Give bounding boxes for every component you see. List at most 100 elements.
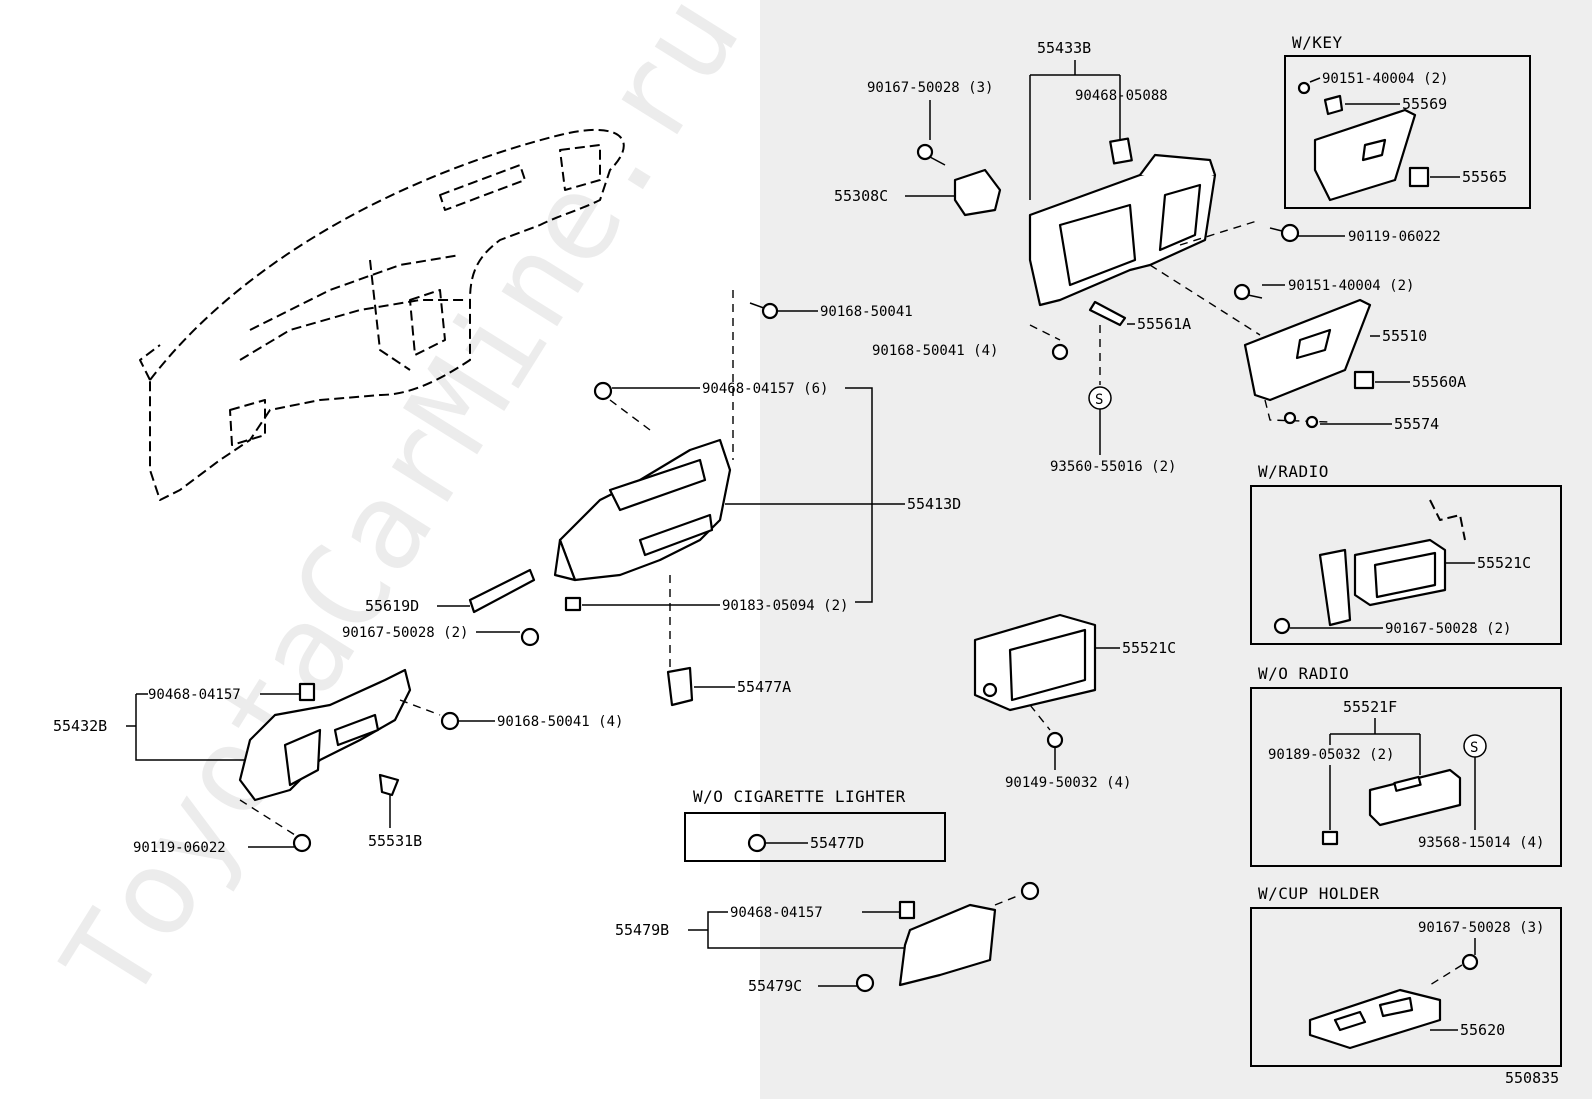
trim-55619D — [468, 568, 536, 614]
lock-55565 — [1408, 166, 1430, 188]
s-symbol-woradio: S — [1470, 740, 1478, 756]
label-55432B: 55432B — [53, 717, 107, 735]
bracket-90468-04157-6 — [845, 387, 873, 603]
inset-wkey-box — [1284, 55, 1531, 209]
inset-woradio-box — [1250, 687, 1562, 867]
label-90119-06022-left: 90119-06022 — [133, 840, 226, 856]
label-55560A: 55560A — [1412, 373, 1466, 391]
label-55569: 55569 — [1402, 95, 1447, 113]
label-55521C-mid: 55521C — [1122, 639, 1176, 657]
label-90468-05088: 90468-05088 — [1075, 88, 1168, 104]
radio-bracket — [1318, 499, 1466, 627]
label-wradio-90167-50028-2: 90167-50028 (2) — [1385, 621, 1511, 637]
cupholder-55620 — [1308, 988, 1442, 1050]
lock-55569 — [1323, 94, 1344, 116]
diagram-number: 550835 — [1505, 1069, 1559, 1087]
label-55574: 55574 — [1394, 415, 1439, 433]
label-90468-04157-bottom: 90468-04157 — [730, 905, 823, 921]
clip-55531B — [378, 773, 400, 797]
lock-55560A — [1353, 370, 1375, 390]
label-55433B: 55433B — [1037, 39, 1091, 57]
label-55479B: 55479B — [615, 921, 669, 939]
label-90168-50041-4-mid: 90168-50041 (4) — [872, 343, 998, 359]
label-55561A: 55561A — [1137, 315, 1191, 333]
label-93568-15014-4: 93568-15014 (4) — [1418, 835, 1544, 851]
bracket-55477A — [666, 666, 694, 707]
label-90168-50041-4-left: 90168-50041 (4) — [497, 714, 623, 730]
label-wcup-90167-50028-3: 90167-50028 (3) — [1418, 920, 1544, 936]
screw-wcup-90167 — [1461, 953, 1479, 971]
label-55413D: 55413D — [907, 495, 961, 513]
bracket-55308C — [953, 168, 1002, 217]
inset-wocigarette-box — [684, 812, 946, 862]
label-90468-04157-6: 90468-04157 (6) — [702, 381, 828, 397]
leader-55479B-bottom — [707, 930, 905, 949]
leader-wkey-90151 — [1309, 77, 1321, 83]
screw-wkey-90151 — [1297, 81, 1311, 95]
pocket-55521C — [973, 613, 1097, 712]
glovebox-housing — [1028, 137, 1217, 307]
leader-55479B-top — [707, 911, 728, 930]
label-55477D: 55477D — [810, 834, 864, 852]
screw-90151-40004 — [1233, 283, 1263, 301]
label-wradio-55521C: 55521C — [1477, 554, 1531, 572]
dash-90149 — [1029, 704, 1051, 731]
leader-55432B-bracket — [135, 694, 255, 761]
label-55477A: 55477A — [737, 678, 791, 696]
label-90119-06022-right: 90119-06022 — [1348, 229, 1441, 245]
door-wkey — [1313, 108, 1417, 202]
label-90189-05032-2: 90189-05032 (2) — [1268, 747, 1394, 763]
label-55308C: 55308C — [834, 187, 888, 205]
label-wkey-90151-40004-2: 90151-40004 (2) — [1322, 71, 1448, 87]
clip-90468-04157-6 — [593, 381, 651, 431]
pocket-wradio-55521C — [1353, 538, 1447, 607]
side-panel-55432B — [238, 668, 412, 802]
label-90149-50032-4: 90149-50032 (4) — [1005, 775, 1131, 791]
clip-55479C — [855, 973, 875, 993]
label-55531B: 55531B — [368, 832, 422, 850]
hinge-pins-55574 — [1264, 399, 1331, 429]
inset-wradio-box — [1250, 485, 1562, 645]
screw-wradio-90167 — [1273, 617, 1291, 635]
glovebox-door-55510 — [1149, 264, 1372, 402]
clip-90468-04157-left — [298, 682, 316, 702]
dash-wcup — [1429, 964, 1463, 986]
label-93560-55016-2: 93560-55016 (2) — [1050, 459, 1176, 475]
inset-wradio-title: W/RADIO — [1258, 462, 1329, 481]
lower-panel-55413D — [553, 438, 732, 582]
plug-55477D — [747, 833, 767, 853]
clip-90189-05032 — [1321, 830, 1339, 846]
label-55620: 55620 — [1460, 1021, 1505, 1039]
inset-wcupholder-box — [1250, 907, 1562, 1067]
label-90468-04157-left: 90468-04157 — [148, 687, 241, 703]
label-90167-50028-3: 90167-50028 (3) — [867, 80, 993, 96]
s-symbol: S — [1095, 392, 1103, 408]
screw-90168-50041-mid — [1029, 324, 1069, 361]
clip-90183-05094 — [564, 596, 582, 612]
inset-wcupholder-title: W/CUP HOLDER — [1258, 884, 1380, 903]
screw-90119-06022-right — [1179, 219, 1300, 246]
cover-55479B — [898, 881, 1040, 987]
pocket-55521F — [1368, 768, 1462, 827]
label-55619D: 55619D — [365, 597, 419, 615]
label-55521F: 55521F — [1343, 698, 1397, 716]
label-90168-50041: 90168-50041 — [820, 304, 913, 320]
dashboard-outline — [139, 128, 625, 501]
label-90151-40004-2: 90151-40004 (2) — [1288, 278, 1414, 294]
inset-wkey-title: W/KEY — [1292, 33, 1343, 52]
inset-woradio-title: W/O RADIO — [1258, 664, 1349, 683]
screw-90149-50032 — [1046, 731, 1064, 749]
label-90183-05094-2: 90183-05094 (2) — [722, 598, 848, 614]
stopper-55561A — [1088, 300, 1127, 327]
inset-wocigarette-title: W/O CIGARETTE LIGHTER — [693, 787, 906, 806]
label-55510: 55510 — [1382, 327, 1427, 345]
screw-90119-06022-left — [239, 799, 312, 853]
label-55565: 55565 — [1462, 168, 1507, 186]
clip-90468-04157-bottom — [898, 900, 916, 920]
screw-90168-50041-left — [399, 699, 460, 731]
label-55479C: 55479C — [748, 977, 802, 995]
label-90167-50028-2-left: 90167-50028 (2) — [342, 625, 468, 641]
screw-90167-50028-left — [520, 627, 540, 647]
screw-90167-50028-top — [916, 143, 946, 166]
